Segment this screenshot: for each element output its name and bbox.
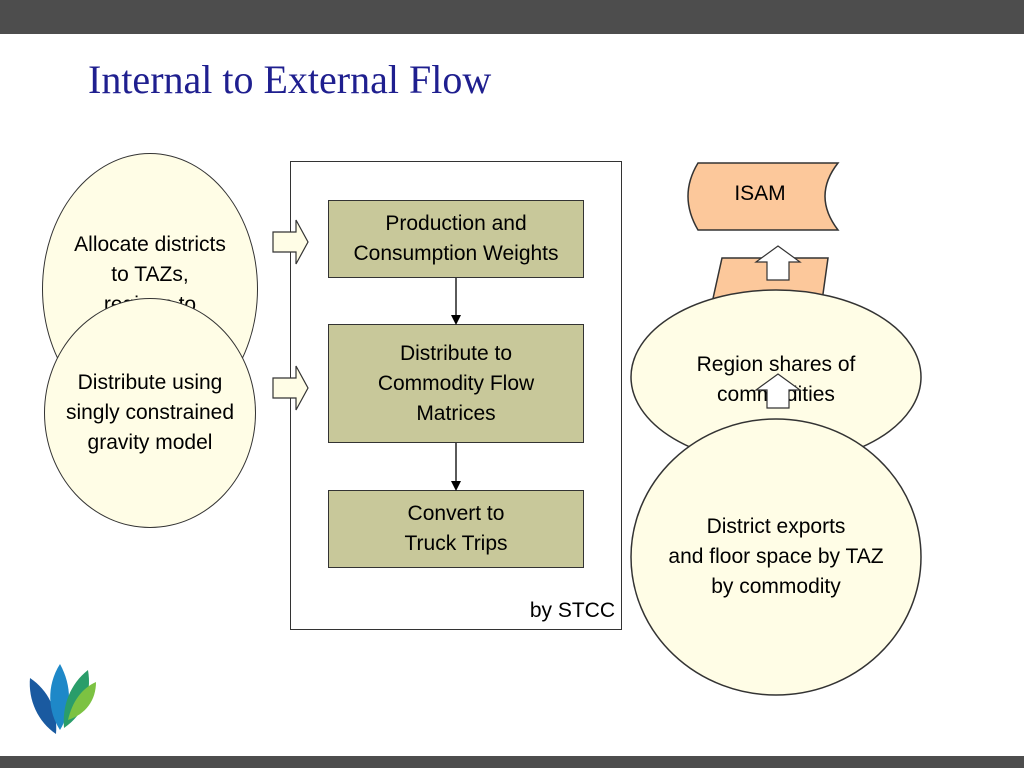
isam-label: ISAM bbox=[734, 182, 786, 205]
leaf-logo-icon bbox=[29, 664, 96, 734]
district-exports-text-box: District exports and floor space by TAZ … bbox=[631, 419, 921, 695]
distribute-gravity-text: Distribute using singly constrained grav… bbox=[65, 371, 235, 454]
frame-label: by STCC bbox=[529, 599, 615, 622]
bottom-footer-bar bbox=[0, 756, 1024, 768]
process-step-weights: Production and Consumption Weights bbox=[328, 200, 584, 278]
block-arrow-right-1 bbox=[272, 219, 309, 265]
process-step-distribute-text: Distribute to Commodity Flow Matrices bbox=[377, 341, 535, 425]
block-arrow-up-region bbox=[754, 373, 802, 409]
district-exports-text: District exports and floor space by TAZ … bbox=[668, 515, 884, 598]
slide-title: Internal to External Flow bbox=[88, 57, 492, 102]
process-step-distribute: Distribute to Commodity Flow Matrices bbox=[328, 324, 584, 443]
process-step-convert-text: Convert to Truck Trips bbox=[404, 502, 508, 555]
block-arrow-right-2 bbox=[272, 365, 309, 411]
isam-data-shape bbox=[687, 162, 840, 231]
top-header-bar bbox=[0, 0, 1024, 34]
distribute-gravity-ellipse: Distribute using singly constrained grav… bbox=[44, 298, 256, 528]
district-exports-ellipse bbox=[630, 418, 922, 696]
process-step-weights-text: Production and Consumption Weights bbox=[353, 212, 559, 265]
block-arrow-up-isam bbox=[754, 245, 802, 281]
process-step-convert: Convert to Truck Trips bbox=[328, 490, 584, 568]
